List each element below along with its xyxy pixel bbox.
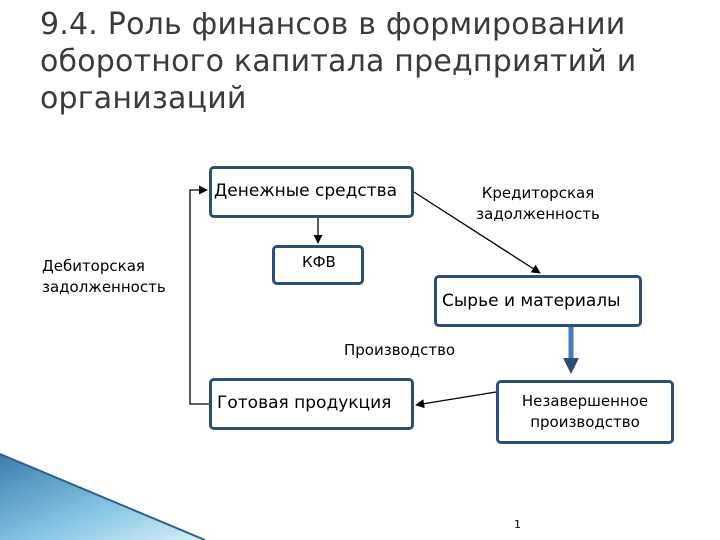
corner-wedge-line — [0, 453, 206, 540]
receivables-label: Дебиторская задолженность — [42, 257, 166, 296]
kfv-label: КФВ — [302, 253, 336, 271]
cash-to-materials-arrow — [413, 191, 541, 274]
payables-label: Кредиторская задолженность — [476, 184, 600, 223]
finished-goods-box — [209, 378, 414, 430]
receivables-loop-arrow — [189, 185, 209, 405]
page-number: 1 — [514, 518, 521, 531]
wip-box — [496, 380, 674, 444]
finished-goods-label: Готовая продукция — [217, 393, 392, 413]
kfv-box — [272, 245, 364, 285]
wip-to-finished-arrow — [415, 391, 497, 409]
cash-label: Денежные средства — [214, 181, 398, 201]
slide-title: 9.4. Роль финансов в формировании оборот… — [40, 7, 637, 116]
wip-label: Незавершенное производство — [521, 392, 649, 431]
materials-label: Сырье и материалы — [442, 291, 621, 311]
production-label: Производство — [344, 341, 456, 359]
cash-box — [209, 166, 414, 218]
materials-box — [434, 275, 642, 327]
